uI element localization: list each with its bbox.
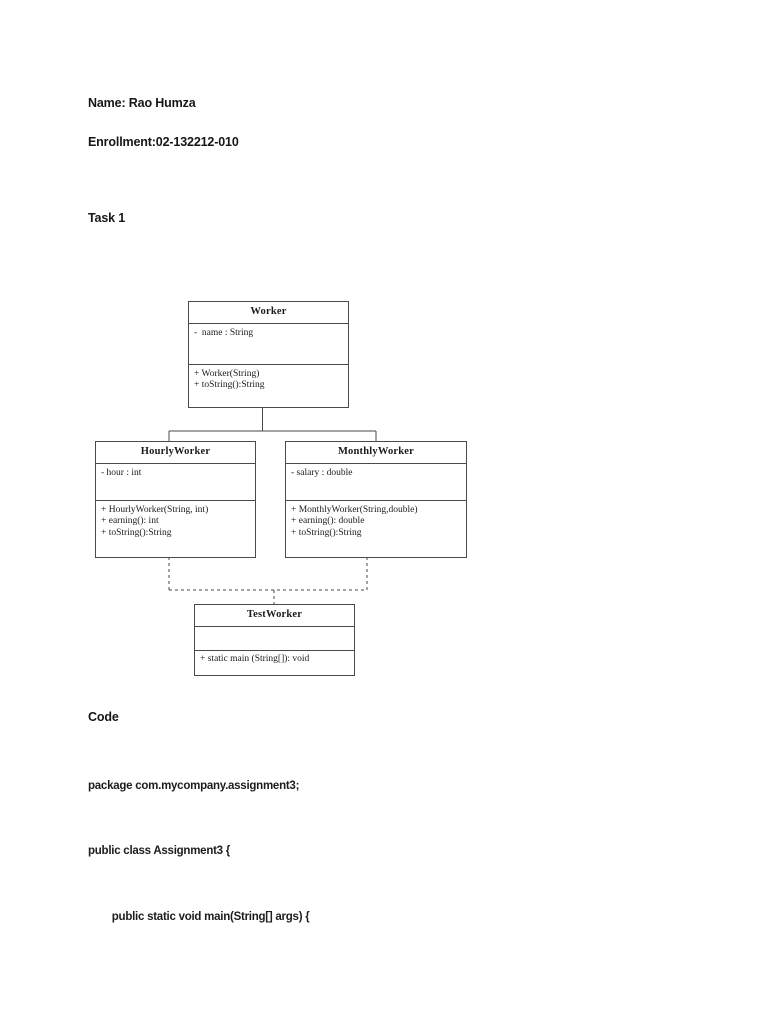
uml-class-testworker: TestWorker + static main (String[]): voi… <box>194 604 355 676</box>
uml-class-hourlyworker-operations: + HourlyWorker(String, int) + earning():… <box>96 501 255 557</box>
uml-class-worker-title: Worker <box>189 302 348 324</box>
uml-class-monthlyworker-operations: + MonthlyWorker(String,double) + earning… <box>286 501 466 557</box>
uml-class-monthlyworker: MonthlyWorker - salary : double + Monthl… <box>285 441 467 558</box>
uml-class-hourlyworker: HourlyWorker - hour : int + HourlyWorker… <box>95 441 256 558</box>
code-line-package: package com.mycompany.assignment3; <box>88 780 300 792</box>
uml-attribute: - name : String <box>194 327 254 338</box>
uml-class-testworker-title: TestWorker <box>195 605 354 627</box>
uml-class-hourlyworker-title: HourlyWorker <box>96 442 255 464</box>
student-name-line: Name: Rao Humza <box>88 96 196 110</box>
uml-class-worker: Worker - name : String + Worker(String) … <box>188 301 349 408</box>
uml-operation: + static main (String[]): void <box>200 653 310 664</box>
uml-attribute: - salary : double <box>291 467 353 478</box>
uml-attribute: - hour : int <box>101 467 142 478</box>
generalization-lines <box>168 403 377 441</box>
uml-class-testworker-operations: + static main (String[]): void <box>195 651 354 675</box>
uml-operation: + MonthlyWorker(String,double) <box>291 504 418 515</box>
uml-class-monthlyworker-attributes: - salary : double <box>286 464 466 501</box>
uml-class-worker-attributes: - name : String <box>189 324 348 365</box>
uml-operation: + earning(): double <box>291 516 365 526</box>
uml-class-worker-operations: + Worker(String) + toString():String <box>189 365 348 407</box>
uml-operation: + earning(): int <box>101 516 159 526</box>
uml-operation: + toString():String <box>291 527 362 538</box>
enrollment-line: Enrollment:02-132212-010 <box>88 135 239 149</box>
code-line-main: public static void main(String[] args) { <box>100 911 310 923</box>
task-heading: Task 1 <box>88 211 126 225</box>
uml-operation: + toString():String <box>101 527 172 538</box>
uml-class-hourlyworker-attributes: - hour : int <box>96 464 255 501</box>
code-line-class: public class Assignment3 { <box>88 845 230 857</box>
uml-operation: + HourlyWorker(String, int) <box>101 504 209 515</box>
code-heading: Code <box>88 710 119 724</box>
uml-operation: + toString():String <box>194 380 265 390</box>
uml-class-monthlyworker-title: MonthlyWorker <box>286 442 466 464</box>
uml-class-testworker-attributes <box>195 627 354 651</box>
uml-operation: + Worker(String) <box>194 368 260 379</box>
